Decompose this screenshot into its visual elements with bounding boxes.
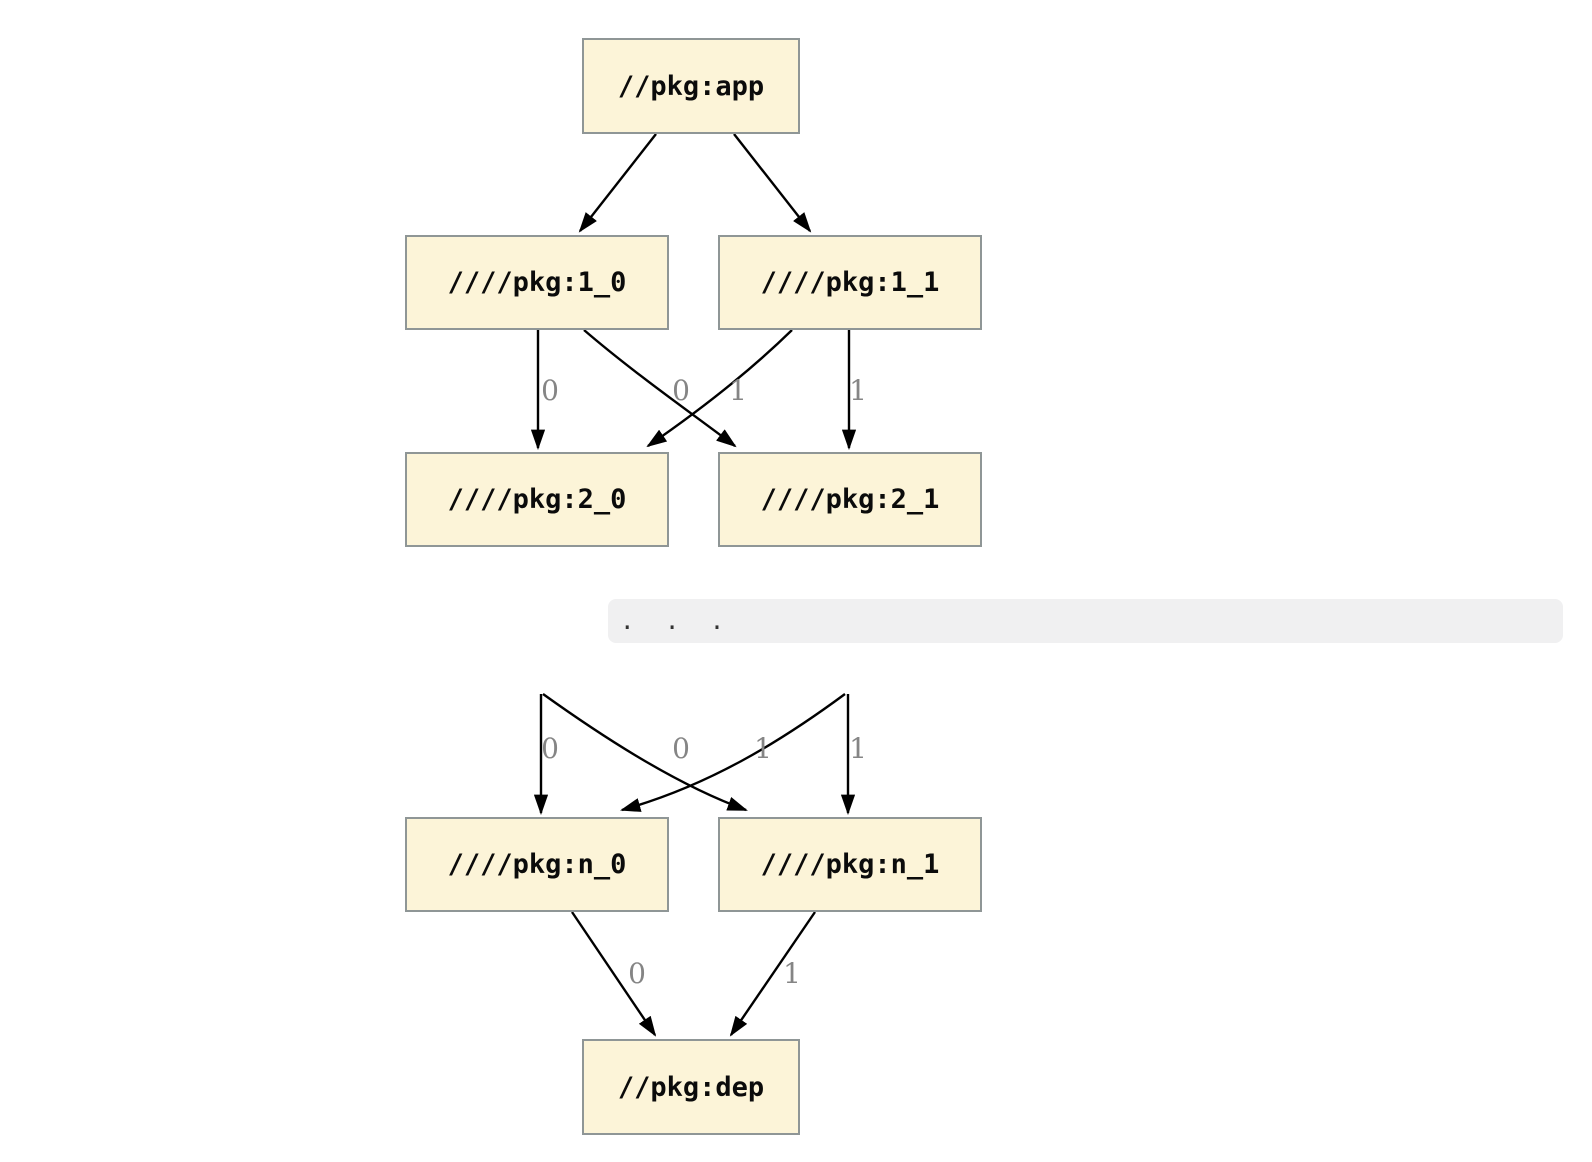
edge-label-ellipsis-n_0-left: 0 xyxy=(541,732,559,765)
node-pkg-n_0: ////pkg:n_0 xyxy=(405,817,669,912)
ellipsis-text: . . . xyxy=(620,607,733,635)
node-pkg-app: //pkg:app xyxy=(582,38,800,134)
edge-n_1-to-dep xyxy=(729,911,816,1037)
ellipsis-block: . . . xyxy=(608,599,1563,643)
edge-label-ellipsis-n_1-right: 1 xyxy=(849,732,867,765)
edge-label-1_1-2_1: 1 xyxy=(849,374,867,407)
edge-label-n_1-dep: 1 xyxy=(783,957,801,990)
edge-n_0-to-dep xyxy=(571,911,657,1037)
edge-1_0-to-2_1 xyxy=(583,329,737,448)
edge-app-to-1_1 xyxy=(733,133,812,233)
edge-ellipsis-to-n_0-cross xyxy=(620,693,846,812)
edge-ellipsis-to-n_1-cross xyxy=(542,693,748,812)
node-pkg-n_1-label: ////pkg:n_1 xyxy=(760,849,940,880)
node-pkg-n_1: ////pkg:n_1 xyxy=(718,817,982,912)
node-pkg-2_0-label: ////pkg:2_0 xyxy=(447,484,627,515)
edge-1_1-to-2_0 xyxy=(646,329,793,448)
edge-label-ellipsis-n_0-cross: 1 xyxy=(754,732,772,765)
node-pkg-dep-label: //pkg:dep xyxy=(617,1071,765,1103)
edge-label-ellipsis-n_1-cross: 0 xyxy=(672,732,690,765)
node-pkg-2_0: ////pkg:2_0 xyxy=(405,452,669,547)
node-pkg-2_1-label: ////pkg:2_1 xyxy=(760,484,940,515)
edge-label-1_0-2_1: 0 xyxy=(672,374,690,407)
edge-label-1_0-2_0: 0 xyxy=(541,374,559,407)
node-pkg-1_1-label: ////pkg:1_1 xyxy=(760,267,940,298)
node-pkg-1_1: ////pkg:1_1 xyxy=(718,235,982,330)
node-pkg-2_1: ////pkg:2_1 xyxy=(718,452,982,547)
edge-app-to-1_0 xyxy=(578,133,657,233)
node-pkg-dep: //pkg:dep xyxy=(582,1039,800,1135)
edge-label-1_1-2_0: 1 xyxy=(729,374,747,407)
node-pkg-1_0: ////pkg:1_0 xyxy=(405,235,669,330)
node-pkg-n_0-label: ////pkg:n_0 xyxy=(447,849,627,880)
node-pkg-1_0-label: ////pkg:1_0 xyxy=(447,267,627,298)
node-pkg-app-label: //pkg:app xyxy=(617,70,765,102)
edge-label-n_0-dep: 0 xyxy=(628,957,646,990)
